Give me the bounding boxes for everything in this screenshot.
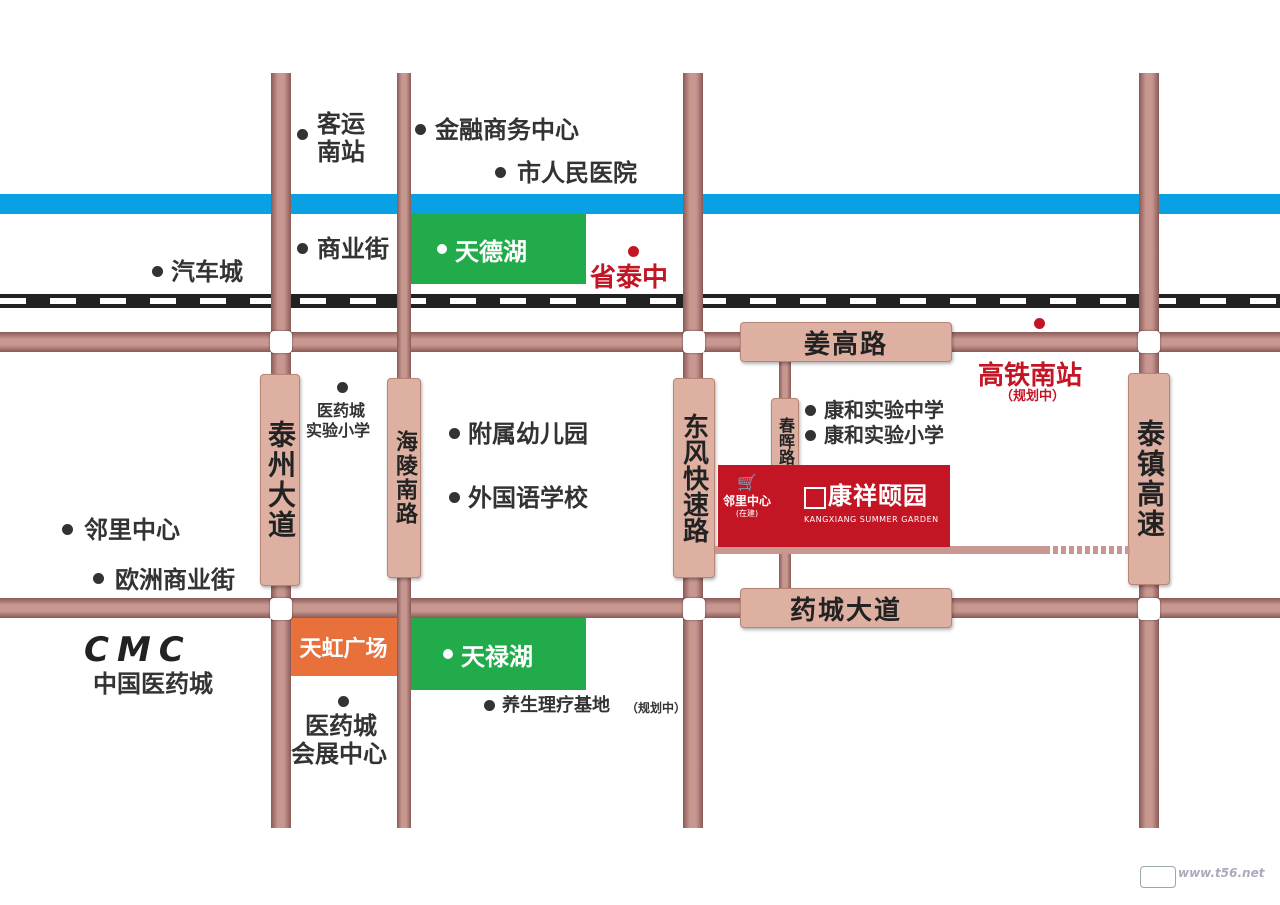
linli-badge-sub: (在建): [735, 509, 759, 518]
plate-dongfeng-expressway: 东风快速路: [673, 378, 715, 578]
road-jianggao: [0, 332, 1280, 352]
tianhong-plaza-area: 天虹广场: [290, 618, 397, 676]
finance-dot: [415, 124, 426, 135]
intersection-node: [1138, 331, 1160, 353]
intersection-node: [270, 331, 292, 353]
tiande-lake-area: 天德湖: [411, 214, 586, 284]
tianlu-lake-area: 天禄湖: [411, 618, 586, 690]
sheng-taizhong-dot: [628, 246, 639, 257]
foreign-school-label: 外国语学校: [468, 484, 588, 512]
europe-street-label: 欧洲商业街: [115, 566, 235, 594]
linli-center-label: 邻里中心: [84, 516, 180, 544]
project-name-en: KANGXIANG SUMMER GARDEN: [804, 515, 939, 524]
expo-label-1: 医药城: [305, 712, 377, 740]
intersection-node: [683, 331, 705, 353]
intersection-node: [270, 598, 292, 620]
sheng-taizhong-label: 省泰中: [590, 263, 669, 293]
pharma-school-label-1: 医药城: [317, 401, 366, 420]
plate-taizhou-avenue: 泰州大道: [260, 374, 300, 586]
high-speed-station-note: （规划中）: [1000, 389, 1066, 404]
europe-street-dot: [93, 573, 104, 584]
tiande-lake-dot: [437, 244, 447, 254]
project-branch-road: [715, 546, 1045, 554]
tianhong-plaza-label: 天虹广场: [299, 637, 388, 662]
project-block: 🛒 邻里中心 (在建) 康祥颐园 KANGXIANG SUMMER GARDEN: [718, 465, 950, 547]
intersection-node: [683, 598, 705, 620]
pharma-school-dot: [337, 382, 348, 393]
watermark-logo-icon: [1140, 866, 1176, 888]
cmc-name-label: 中国医药城: [93, 670, 213, 698]
kanghe-primary-dot: [805, 430, 816, 441]
hospital-dot: [495, 167, 506, 178]
expo-dot: [338, 696, 349, 707]
linli-badge-label: 邻里中心: [722, 494, 771, 508]
high-speed-station-dot: [1034, 318, 1045, 329]
health-base-label: 养生理疗基地: [502, 695, 610, 716]
shopping-cart-icon: 🛒: [737, 473, 757, 492]
high-speed-station-label: 高铁南站: [978, 361, 1083, 391]
commercial-street-dot: [297, 243, 308, 254]
auto-city-dot: [152, 266, 163, 277]
health-base-note: （规划中）: [626, 701, 687, 715]
intersection-node: [1138, 598, 1160, 620]
kindergarten-dot: [449, 428, 460, 439]
expo-label-2: 会展中心: [291, 740, 387, 768]
keyun-label-1: 客运: [317, 110, 365, 138]
watermark-site: www.t56.net: [1178, 866, 1265, 880]
railway: [0, 294, 1280, 308]
health-base-dot: [484, 700, 495, 711]
keyun-label-2: 南站: [317, 138, 365, 166]
kanghe-primary-label: 康和实验小学: [824, 423, 944, 447]
auto-city-label: 汽车城: [171, 258, 243, 286]
river: [0, 194, 1280, 214]
plate-jianggao: 姜高路: [740, 322, 952, 362]
kanghe-middle-dot: [805, 405, 816, 416]
project-name: 康祥颐园: [828, 482, 928, 510]
project-branch-road-planned: [1045, 546, 1130, 554]
pharma-school-label-2: 实验小学: [306, 421, 371, 440]
kindergarten-label: 附属幼儿园: [468, 420, 588, 448]
keyun-dot: [297, 129, 308, 140]
cmc-logo: CMC: [84, 630, 192, 670]
plate-hailing-south: 海陵南路: [387, 378, 421, 578]
project-logo-icon: [804, 487, 826, 509]
road-yaocheng: [0, 598, 1280, 618]
foreign-school-dot: [449, 492, 460, 503]
kanghe-middle-label: 康和实验中学: [824, 398, 944, 422]
plate-yaocheng: 药城大道: [740, 588, 952, 628]
tianlu-lake-label: 天禄湖: [461, 642, 533, 671]
finance-label: 金融商务中心: [435, 116, 579, 144]
linli-badge: 🛒 邻里中心 (在建): [718, 473, 776, 539]
plate-taizhen-expressway: 泰镇高速: [1128, 373, 1170, 585]
tiande-lake-label: 天德湖: [455, 237, 527, 266]
hospital-label: 市人民医院: [517, 159, 637, 187]
tianlu-lake-dot: [443, 649, 453, 659]
commercial-street-label: 商业街: [317, 235, 389, 263]
linli-center-dot: [62, 524, 73, 535]
